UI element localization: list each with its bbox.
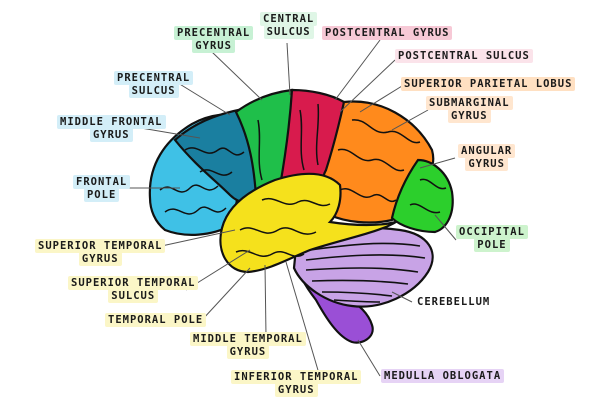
label-angular-gyrus: ANGULAR GYRUS: [458, 144, 516, 171]
parietal-region: [321, 100, 435, 224]
label-postcentral-gyrus: POSTCENTRAL GYRUS: [322, 26, 453, 40]
label-occipital-pole: OCCIPITAL POLE: [456, 225, 528, 252]
occipital-region: [390, 158, 454, 234]
label-precentral-gyrus: PRECENTRAL GYRUS: [174, 26, 254, 53]
leader-lines: [128, 39, 457, 378]
label-medulla-oblogata: MEDULLA OBLOGATA: [381, 369, 505, 383]
label-temporal-pole: TEMPORAL POLE: [105, 313, 207, 327]
label-submarginal-gyrus: SUBMARGINAL GYRUS: [426, 96, 513, 123]
label-middle-temporal-gyrus: MIDDLE TEMPORAL GYRUS: [190, 332, 306, 359]
label-frontal-pole: FRONTAL POLE: [73, 175, 131, 202]
label-cerebellum: CEREBELLUM: [417, 296, 491, 308]
label-postcentral-sulcus: POSTCENTRAL SULCUS: [395, 49, 533, 63]
label-middle-frontal-gyrus: MIDDLE FRONTAL GYRUS: [57, 115, 166, 142]
cerebellum-folia: [305, 242, 426, 303]
label-precentral-sulcus: PRECENTRAL SULCUS: [114, 71, 194, 98]
label-superior-temporal-sulcus: SUPERIOR TEMPORAL SULCUS: [68, 276, 199, 303]
label-superior-parietal-lobus: SUPERIOR PARIETAL LOBUS: [401, 77, 576, 91]
label-superior-temporal-gyrus: SUPERIOR TEMPORAL GYRUS: [35, 239, 166, 266]
label-central-sulcus: CENTRAL SULCUS: [260, 12, 318, 39]
label-inferior-temporal-gyrus: INFERIOR TEMPORAL GYRUS: [231, 370, 362, 397]
